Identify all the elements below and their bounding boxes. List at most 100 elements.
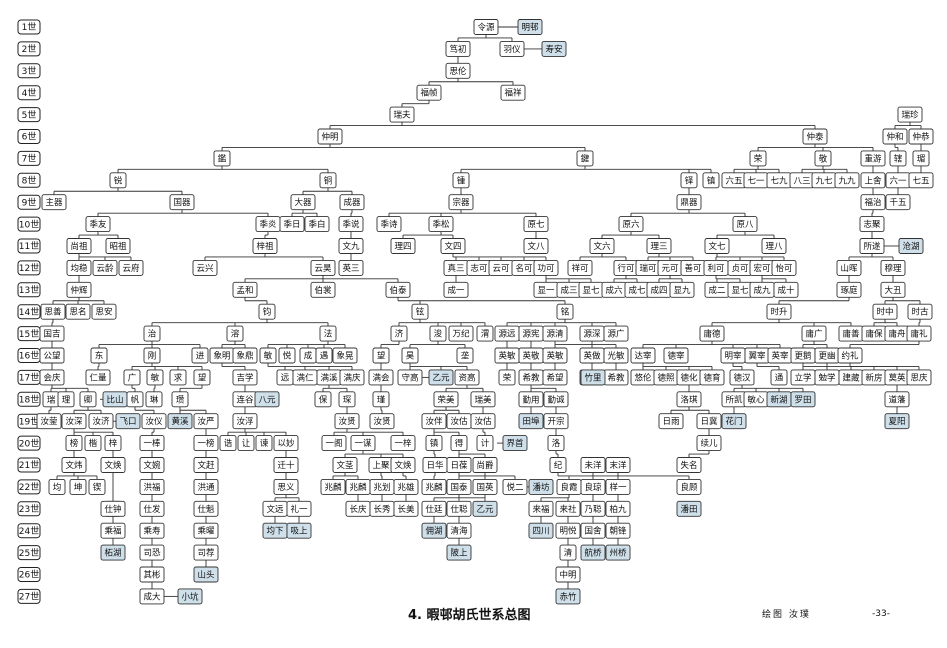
person-node[interactable]: 瑞可 [635, 259, 661, 276]
person-node[interactable]: 伯裳 [310, 281, 336, 298]
person-node[interactable]: 原六 [618, 216, 644, 233]
person-node[interactable]: 柏九 [605, 500, 631, 517]
person-node[interactable]: 六一 [885, 172, 911, 189]
person-node[interactable]: 连谷 [232, 391, 258, 408]
person-node[interactable]: 更鹅 [790, 347, 816, 364]
person-node[interactable]: 榜 [65, 435, 83, 452]
person-node[interactable]: 梓 [104, 435, 122, 452]
person-node[interactable]: 东 [90, 347, 108, 364]
person-node[interactable]: 文远 [262, 500, 288, 517]
person-node[interactable]: 尚祖 [66, 238, 92, 254]
person-node[interactable]: 赤竹 [555, 588, 581, 605]
person-node[interactable]: 仕聪 [446, 500, 472, 517]
person-node[interactable]: 兆划 [369, 478, 395, 495]
person-node[interactable]: 均下 [262, 522, 288, 539]
person-node[interactable]: 钧 [258, 303, 276, 320]
person-node[interactable]: 一梓 [390, 435, 416, 452]
person-node[interactable]: 国舍 [580, 522, 606, 539]
person-node[interactable]: 长秀 [369, 500, 395, 517]
person-node[interactable]: 福祥 [500, 84, 526, 101]
person-node[interactable]: 远 [276, 369, 294, 386]
person-node[interactable]: 理 [57, 391, 75, 408]
person-node[interactable]: 望 [193, 369, 211, 386]
person-node[interactable]: 计 [476, 435, 494, 452]
person-node[interactable]: 八元 [254, 391, 280, 408]
person-node[interactable]: 花门 [721, 413, 747, 430]
person-node[interactable]: 求 [169, 369, 187, 386]
person-node[interactable]: 垄 [456, 347, 474, 364]
person-node[interactable]: 会庆 [39, 369, 65, 386]
person-node[interactable]: 庸礼 [906, 325, 932, 342]
person-node[interactable]: 兆麟 [345, 478, 371, 495]
person-node[interactable]: 乙元 [472, 500, 498, 517]
person-node[interactable]: 志可 [466, 259, 492, 276]
person-node[interactable]: 仲和 [882, 128, 908, 145]
person-node[interactable]: 守高 [397, 369, 423, 386]
person-node[interactable]: 源远 [494, 325, 520, 342]
person-node[interactable]: 明宰 [720, 347, 746, 364]
person-node[interactable]: 沧湖 [898, 238, 924, 254]
person-node[interactable]: 国器 [169, 194, 195, 211]
person-node[interactable]: 希教 [603, 369, 629, 386]
person-node[interactable]: 怡可 [771, 259, 797, 276]
person-node[interactable]: 季松 [428, 216, 454, 233]
person-node[interactable]: 思安 [91, 303, 117, 320]
person-node[interactable]: 成四 [646, 281, 672, 298]
person-node[interactable]: 夏阳 [884, 413, 910, 430]
person-node[interactable]: 法 [319, 325, 337, 342]
person-node[interactable]: 庸广 [801, 325, 827, 342]
person-node[interactable]: 陂上 [446, 544, 472, 561]
person-node[interactable]: 潘坊 [528, 478, 554, 495]
person-node[interactable]: 清海 [446, 522, 472, 539]
person-node[interactable]: 山头 [193, 566, 219, 583]
person-node[interactable]: 锺 [452, 172, 470, 189]
person-node[interactable]: 溶 [226, 325, 244, 342]
person-node[interactable]: 飞口 [115, 413, 141, 430]
person-node[interactable]: 九七 [811, 172, 837, 189]
person-node[interactable]: 佣湖 [421, 522, 447, 539]
person-node[interactable]: 满仁 [292, 369, 318, 386]
person-node[interactable]: 季友 [85, 216, 111, 233]
person-node[interactable]: 成三 [556, 281, 582, 298]
person-node[interactable]: 坤 [69, 478, 87, 495]
person-node[interactable]: 日雨 [658, 413, 684, 430]
person-node[interactable]: 望 [372, 347, 390, 364]
person-node[interactable]: 文六 [589, 238, 615, 254]
person-node[interactable]: 公望 [39, 347, 65, 364]
person-node[interactable]: 谏 [255, 435, 273, 452]
person-node[interactable]: 楷 [84, 435, 102, 452]
person-node[interactable]: 文焕 [390, 457, 416, 473]
person-node[interactable]: 汝仪 [141, 413, 167, 430]
person-node[interactable]: 来社 [555, 500, 581, 517]
person-node[interactable]: 英敏 [494, 347, 520, 364]
person-node[interactable]: 司荐 [193, 544, 219, 561]
person-node[interactable]: 国英 [472, 478, 498, 495]
person-node[interactable]: 进 [191, 347, 209, 364]
person-node[interactable]: 文焕 [100, 457, 126, 473]
person-node[interactable]: 季白 [304, 216, 330, 233]
person-node[interactable]: 竹里 [580, 369, 606, 386]
person-node[interactable]: 显七 [727, 281, 753, 298]
person-node[interactable]: 英宰 [767, 347, 793, 364]
person-node[interactable]: 来福 [528, 500, 554, 517]
person-node[interactable]: 云府 [118, 259, 144, 276]
person-node[interactable]: 思庆 [906, 369, 932, 386]
person-node[interactable]: 七五 [908, 172, 934, 189]
person-node[interactable]: 源宪 [518, 325, 544, 342]
person-node[interactable]: 九九 [834, 172, 860, 189]
person-node[interactable]: 文赶 [193, 457, 219, 473]
person-node[interactable]: 朝锋 [605, 522, 631, 539]
person-node[interactable]: 大丑 [880, 281, 906, 298]
person-node[interactable]: 长美 [393, 500, 419, 517]
person-node[interactable]: 云可 [488, 259, 514, 276]
person-node[interactable]: 显九 [669, 281, 695, 298]
person-node[interactable]: 汝伴 [421, 413, 447, 430]
person-node[interactable]: 庸舟 [884, 325, 910, 342]
person-node[interactable]: 敏 [146, 369, 164, 386]
person-node[interactable]: 悠伦 [630, 369, 656, 386]
person-node[interactable]: 福帧 [416, 84, 442, 101]
person-node[interactable]: 汝贤 [369, 413, 395, 430]
person-node[interactable]: 界首 [502, 435, 528, 452]
person-node[interactable]: 重游 [860, 150, 886, 167]
person-node[interactable]: 利可 [703, 259, 729, 276]
